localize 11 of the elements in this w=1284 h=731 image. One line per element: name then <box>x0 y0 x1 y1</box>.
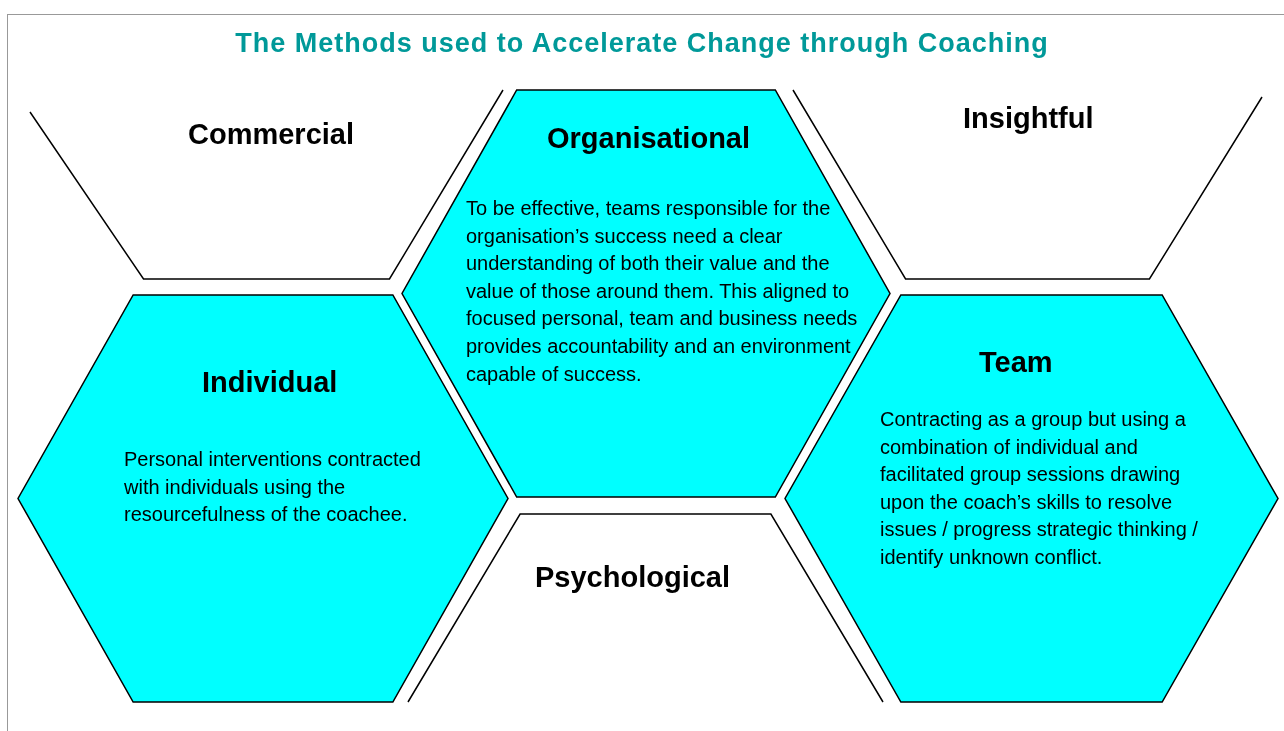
title: The Methods used to Accelerate Change through Coaching <box>234 28 1050 59</box>
hexagon-heading: Insightful <box>963 102 1094 135</box>
hexagon-heading: Team <box>979 346 1053 379</box>
hexagon-description: To be effective, teams responsible for the organisation’s success need a clear understanding of both their value and the value of those around them. This aligned to focused personal, team and business needs provides accountability and an environment capable of success. <box>466 196 858 387</box>
hexagon-heading: Individual <box>202 366 338 399</box>
hexagon-description: Personal interventions contracted with individuals using the resourcefulness of the coachee. <box>124 447 422 528</box>
hexagon-outline <box>408 514 883 702</box>
hexagon-heading: Organisational <box>547 122 751 155</box>
hexagon-heading: Psychological <box>535 561 730 594</box>
hexagon-heading: Commercial <box>188 118 354 151</box>
hexagon-description: Contracting as a group but using a combination of individual and facilitated group sessions drawing upon the coach’s skills to resolve issues / progress strategic thinking / identify unknown conflict. <box>880 407 1199 570</box>
